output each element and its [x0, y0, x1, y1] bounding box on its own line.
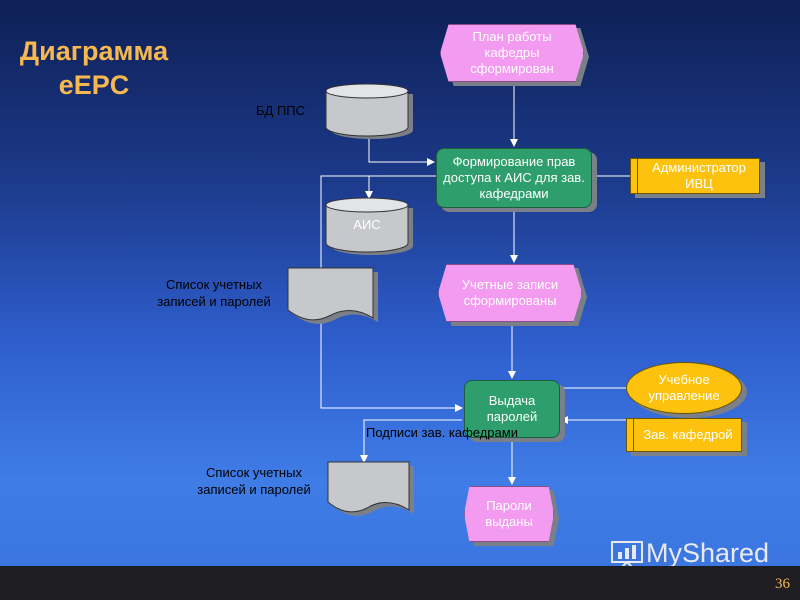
db-ais-cylinder	[325, 197, 413, 255]
role-head-of-department: Зав. кафедрой	[626, 418, 742, 452]
document-accounts-1	[287, 267, 378, 324]
event-accounts-formed-label: Учетные записи сформированы	[461, 277, 559, 308]
function-access-rights: Формирование прав доступа к АИС для зав.…	[436, 148, 592, 208]
document-accounts-1-label: Список учетных записей и паролей	[157, 277, 271, 309]
slide-title: Диаграмма eEPC	[19, 36, 169, 100]
event-passwords-issued: Пароли выданы	[464, 486, 554, 542]
line-func-to-doc	[320, 175, 436, 268]
document-accounts-2-label: Список учетных записей и паролей	[197, 465, 311, 497]
ellipse-study-department-label: Учебное управление	[648, 372, 720, 403]
db-ais-label: АИС	[353, 217, 381, 232]
watermark: MyShared	[608, 536, 769, 570]
arrow-db-to-func	[368, 138, 435, 166]
db-pps-label: БД ППС	[256, 103, 306, 118]
page-number: 36	[775, 576, 790, 592]
function-issue-passwords: Выдача паролей	[464, 380, 560, 438]
event-plan: План работы кафедры сформирован	[440, 24, 584, 82]
arrow-doc-to-pass	[320, 320, 463, 412]
document-accounts-2	[327, 461, 414, 516]
function-access-rights-label: Формирование прав доступа к АИС для зав.…	[443, 154, 585, 201]
bottom-bar	[0, 566, 800, 600]
role-admin-ivc-label: Администратор ИВЦ	[652, 160, 746, 191]
event-plan-label: План работы кафедры сформирован	[470, 29, 554, 76]
role-head-of-department-label: Зав. кафедрой	[643, 427, 733, 442]
event-passwords-issued-label: Пароли выданы	[485, 498, 533, 529]
role-admin-ivc: Администратор ИВЦ	[630, 158, 760, 194]
function-issue-passwords-label: Выдача паролей	[486, 393, 538, 424]
ellipse-study-department: Учебное управление	[626, 362, 742, 414]
db-ais-label-box: АИС	[326, 208, 408, 242]
watermark-text: MyShared	[646, 537, 770, 568]
event-accounts-formed: Учетные записи сформированы	[438, 264, 582, 322]
arrow-pass-to-doc	[360, 419, 462, 463]
db-pps-cylinder	[325, 83, 413, 139]
presentation-icon	[611, 541, 643, 570]
signatures-label: Подписи зав. кафедрами	[366, 425, 518, 440]
